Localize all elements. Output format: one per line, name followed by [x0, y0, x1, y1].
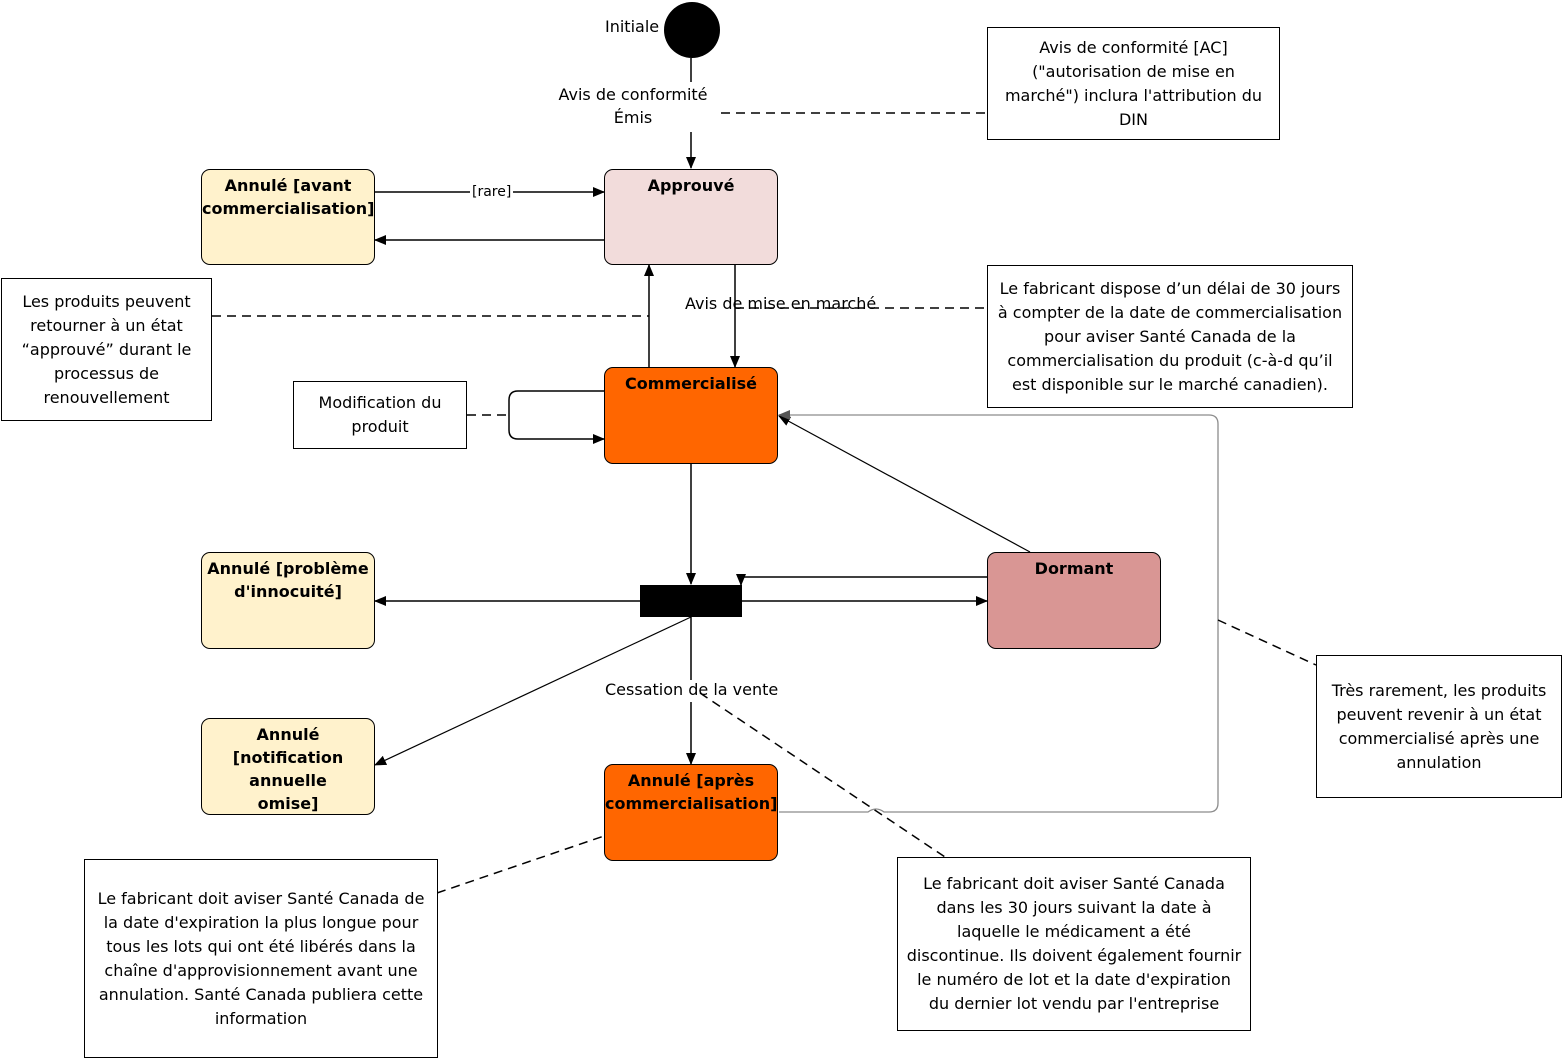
state-commercialise: Commercialisé [604, 367, 778, 464]
note-date-expiration: Le fabricant doit aviser Santé Canada de… [84, 859, 438, 1058]
edge-annule-apres-commercialise [778, 410, 1219, 813]
connector-note-discontinue [699, 692, 946, 858]
transition-label-cessation: Cessation de la vente [605, 680, 779, 699]
note-delai-30-jours: Le fabricant dispose d’un délai de 30 jo… [987, 265, 1353, 408]
state-annule-avant-commercialisation: Annulé [avant commercialisation] [201, 169, 375, 265]
edge-dormant-commercialise [778, 415, 1031, 553]
transition-label-mise-en-marche: Avis de mise en marché [685, 294, 877, 313]
initial-label: Initiale [605, 17, 660, 36]
transition-label-avis-conformite: Avis de conformité Émis [545, 83, 721, 129]
edge-dormant-fork [736, 574, 987, 586]
state-annule-probleme-innocuite: Annulé [problème d'innocuité] [201, 552, 375, 649]
note-avis-conformite: Avis de conformité [AC] ("autorisation d… [987, 27, 1280, 140]
state-annule-apres-commercialisation: Annulé [après commercialisation] [604, 764, 778, 861]
transition-label-rare: [rare] [470, 183, 514, 201]
state-dormant: Dormant [987, 552, 1161, 649]
note-retour-approuve: Les produits peuvent retourner à un état… [1, 278, 212, 421]
initial-node [664, 2, 720, 58]
connector-note-expiration [436, 835, 605, 894]
fork-bar [640, 585, 742, 617]
edge-modification-loop [508, 390, 605, 444]
state-approuve: Approuvé [604, 169, 778, 265]
connector-note-rarement [1217, 619, 1317, 666]
state-annule-notification-omise: Annulé [notification annuelle omise] [201, 718, 375, 815]
note-tres-rarement: Très rarement, les produits peuvent reve… [1316, 655, 1562, 798]
note-discontinue: Le fabricant doit aviser Santé Canada da… [897, 857, 1251, 1031]
edge-fork-annule-notification [374, 616, 692, 766]
note-modification-produit: Modification du produit [293, 381, 467, 449]
